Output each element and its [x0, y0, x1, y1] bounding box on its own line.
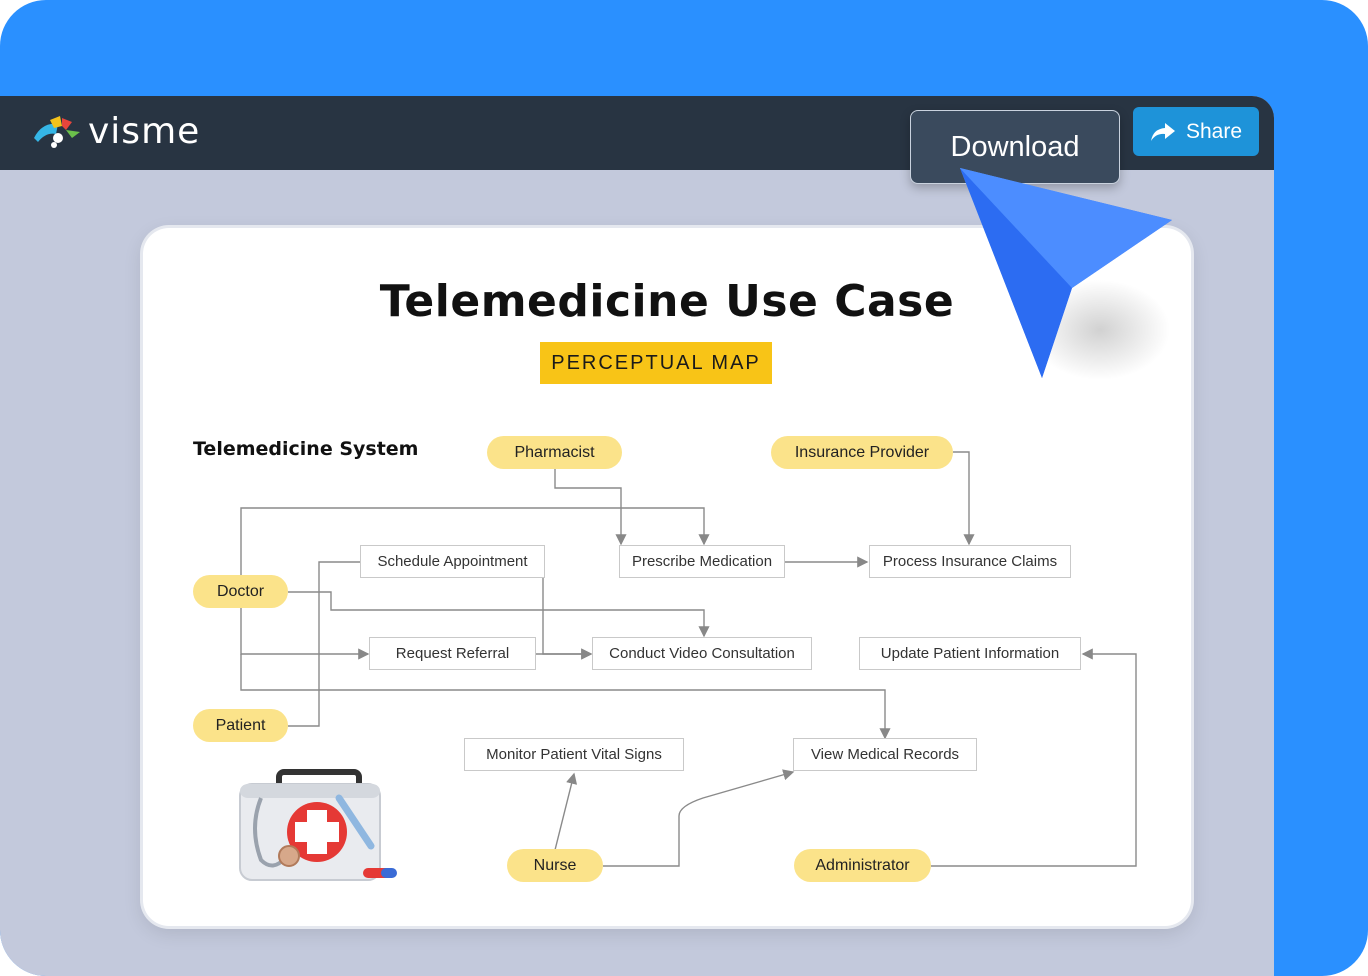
share-button-label: Share: [1185, 119, 1243, 143]
usecase-monitor-patient-vital-signs: Monitor Patient Vital Signs: [464, 738, 684, 771]
connector-nurse-monitor: [554, 772, 578, 851]
diagram-title: Telemedicine Use Case: [379, 276, 955, 327]
visme-wordmark: visme: [88, 111, 201, 152]
connector-pharmacist-prescribe: [554, 468, 627, 546]
connector-insurance-claims: [953, 451, 975, 546]
share-button[interactable]: Share: [1133, 107, 1259, 156]
actor-patient: Patient: [193, 709, 288, 742]
actor-doctor: Doctor: [193, 575, 288, 608]
connector-lines: [240, 451, 1137, 867]
connector-doctor-video: [288, 591, 710, 638]
diagram-subtitle: PERCEPTUAL MAP: [540, 342, 772, 384]
visme-logo[interactable]: visme: [32, 112, 200, 152]
usecase-prescribe-medication: Prescribe Medication: [619, 545, 785, 578]
actor-administrator: Administrator: [794, 849, 931, 882]
first-aid-kit-illustration: [239, 769, 397, 881]
usecase-view-medical-records: View Medical Records: [793, 738, 977, 771]
usecase-process-insurance-claims: Process Insurance Claims: [869, 545, 1071, 578]
connector-doctor-records: [240, 654, 891, 740]
system-label: Telemedicine System: [193, 438, 419, 460]
connector-doctor-prescribe: [240, 507, 710, 575]
connector-schedule-video: [542, 578, 593, 660]
actor-pharmacist: Pharmacist: [487, 436, 622, 469]
usecase-schedule-appointment: Schedule Appointment: [360, 545, 545, 578]
share-arrow-icon: [1150, 122, 1175, 141]
connector-admin-update: [931, 648, 1137, 867]
usecase-update-patient-information: Update Patient Information: [859, 637, 1081, 670]
connector-nurse-records: [603, 769, 795, 867]
diagram-canvas: Telemedicine Use Case PERCEPTUAL MAP Tel…: [143, 228, 1191, 926]
usecase-conduct-video-consultation: Conduct Video Consultation: [592, 637, 812, 670]
download-button[interactable]: Download: [910, 110, 1120, 184]
connector-doctor-referral: [240, 608, 370, 660]
actor-insurance-provider: Insurance Provider: [771, 436, 953, 469]
cursor-pointer-icon: [960, 168, 1172, 380]
connector-patient-schedule: [288, 561, 360, 727]
usecase-request-referral: Request Referral: [369, 637, 536, 670]
visme-logo-icon: [34, 116, 80, 148]
actor-nurse: Nurse: [507, 849, 603, 882]
